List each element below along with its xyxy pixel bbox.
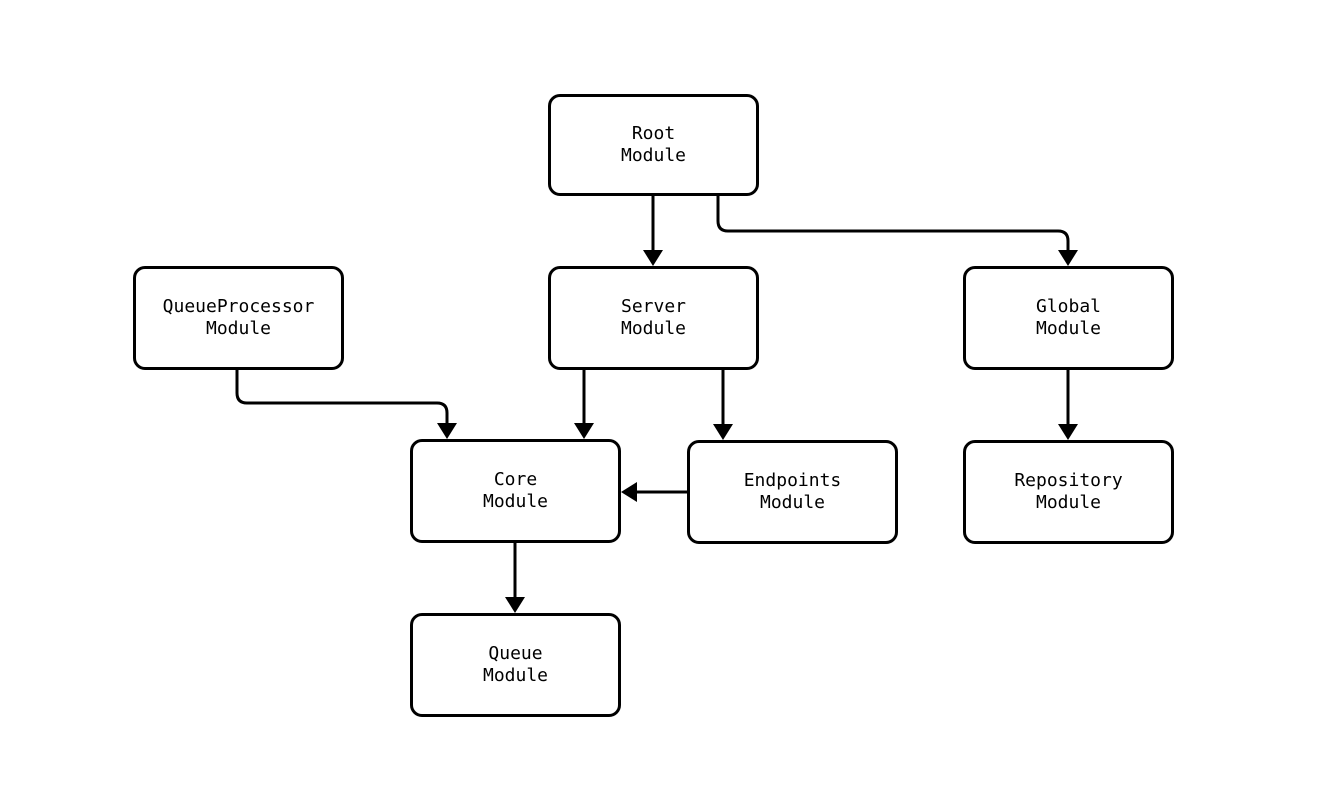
node-core-module-line1: Core [493,469,538,490]
node-global-module-line2: Module [1035,318,1102,339]
edge-server-core [574,370,594,439]
node-endpoints-module[interactable]: Endpoints Module [687,440,898,544]
node-queueprocessor-module-line1: QueueProcessor [162,296,315,317]
node-root-module-line2: Module [620,145,687,166]
node-global-module[interactable]: Global Module [963,266,1174,370]
node-queueprocessor-module-line2: Module [205,318,272,339]
node-repository-module[interactable]: Repository Module [963,440,1174,544]
edge-global-repository [1058,370,1078,440]
edge-server-endpoints [713,370,733,440]
node-core-module[interactable]: Core Module [410,439,621,543]
node-root-module[interactable]: Root Module [548,94,759,196]
edge-root-global [716,196,1078,266]
node-queueprocessor-module[interactable]: QueueProcessor Module [133,266,344,370]
node-endpoints-module-line1: Endpoints [743,470,842,491]
node-server-module-line2: Module [620,318,687,339]
edge-queueprocessor-core [235,370,457,439]
edge-root-server [643,196,663,266]
node-queue-module-line2: Module [482,665,549,686]
node-root-module-line1: Root [631,123,676,144]
node-core-module-line2: Module [482,491,549,512]
node-server-module-line1: Server [620,296,687,317]
node-queue-module-line1: Queue [488,643,543,664]
edge-endpoints-core [621,482,687,502]
node-repository-module-line2: Module [1035,492,1102,513]
node-server-module[interactable]: Server Module [548,266,759,370]
node-queue-module[interactable]: Queue Module [410,613,621,717]
node-endpoints-module-line2: Module [759,492,826,513]
node-global-module-line1: Global [1035,296,1102,317]
edge-core-queue [505,543,525,613]
node-repository-module-line1: Repository [1014,470,1123,491]
